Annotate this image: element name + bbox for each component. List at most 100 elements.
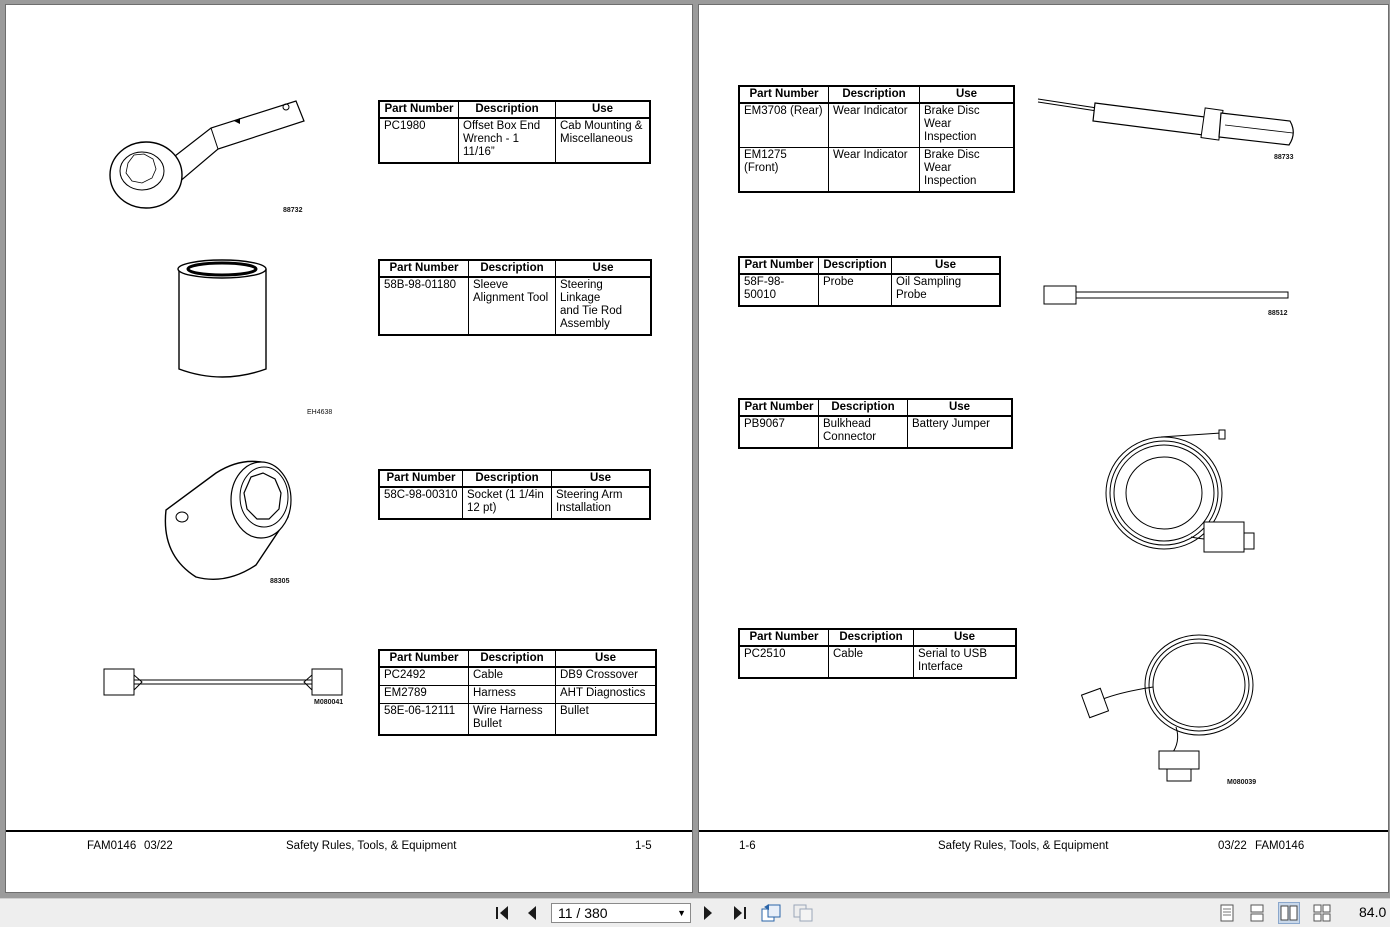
description-cell: Wear Indicator bbox=[828, 147, 920, 193]
use-cell: DB9 Crossover bbox=[555, 666, 657, 686]
go-forward-icon[interactable] bbox=[792, 902, 814, 924]
header-description: Description bbox=[818, 398, 908, 417]
part-number-cell: EM3708 (Rear) bbox=[738, 102, 829, 148]
figure-code-harness: M080041 bbox=[314, 699, 344, 706]
figure-code-wear-indicator: 88733 bbox=[1274, 154, 1294, 161]
part-number-cell: EM2789 bbox=[378, 685, 469, 704]
wear-indicator-image bbox=[1037, 98, 1294, 146]
harness-cable-image bbox=[103, 668, 343, 696]
header-description: Description bbox=[828, 628, 914, 647]
footer-page-number: 1-5 bbox=[635, 840, 652, 852]
table-row: 58E-06-12111 Wire Harness Bullet Bullet bbox=[378, 703, 657, 736]
header-part-number: Part Number bbox=[738, 85, 829, 104]
table-row: EM1275 (Front) Wear Indicator Brake Disc… bbox=[738, 147, 1015, 193]
use-cell: Oil Sampling Probe bbox=[891, 273, 1001, 307]
header-description: Description bbox=[468, 649, 556, 668]
description-cell: Wire Harness Bullet bbox=[468, 703, 556, 736]
description-cell: Probe bbox=[818, 273, 892, 307]
table-row: PB9067 Bulkhead Connector Battery Jumper bbox=[738, 415, 1013, 449]
previous-page-icon[interactable] bbox=[521, 902, 543, 924]
use-cell: Cab Mounting & Miscellaneous bbox=[555, 117, 651, 164]
first-page-icon[interactable] bbox=[492, 902, 514, 924]
next-page-icon[interactable] bbox=[697, 902, 719, 924]
use-cell: Brake Disc Wear Inspection bbox=[919, 147, 1015, 193]
left-page: 88732 Part Number Description Use PC1980… bbox=[5, 4, 693, 893]
use-cell: Steering Arm Installation bbox=[551, 486, 651, 520]
figure-code-usb-cable: M080039 bbox=[1227, 779, 1257, 786]
table-row: EM2789 Harness AHT Diagnostics bbox=[378, 685, 657, 704]
figure-code-sleeve: EH4638 bbox=[307, 409, 333, 416]
header-use: Use bbox=[555, 649, 657, 668]
table-row: PC1980 Offset Box End Wrench - 1 11/16” … bbox=[378, 117, 651, 164]
header-use: Use bbox=[913, 628, 1017, 647]
header-use: Use bbox=[551, 469, 651, 488]
footer-date: 03/22 bbox=[144, 840, 173, 852]
table-probe: Part Number Description Use 58F-98-50010… bbox=[738, 256, 1001, 307]
header-description: Description bbox=[458, 100, 556, 119]
part-number-cell: 58C-98-00310 bbox=[378, 486, 463, 520]
serial-usb-cable-image bbox=[1081, 634, 1254, 782]
table-socket: Part Number Description Use 58C-98-00310… bbox=[378, 469, 651, 520]
bulkhead-connector-cable-image bbox=[1105, 429, 1255, 553]
description-cell: Socket (1 1/4in 12 pt) bbox=[462, 486, 552, 520]
header-description: Description bbox=[462, 469, 552, 488]
continuous-page-icon[interactable] bbox=[1246, 902, 1268, 924]
footer-section-title: Safety Rules, Tools, & Equipment bbox=[286, 840, 457, 852]
table-pc1980: Part Number Description Use PC1980 Offse… bbox=[378, 100, 651, 164]
footer-divider bbox=[699, 830, 1388, 832]
footer-page-number: 1-6 bbox=[739, 840, 756, 852]
figure-code-socket: 88305 bbox=[270, 578, 290, 585]
header-description: Description bbox=[818, 256, 892, 275]
facing-pages-icon[interactable] bbox=[1278, 902, 1300, 924]
part-number-cell: PB9067 bbox=[738, 415, 819, 449]
description-cell: Sleeve Alignment Tool bbox=[468, 276, 556, 336]
zoom-level[interactable]: 84.0 bbox=[1359, 904, 1387, 920]
offset-box-wrench-image bbox=[109, 100, 305, 209]
table-sleeve: Part Number Description Use 58B-98-01180… bbox=[378, 259, 652, 336]
description-cell: Bulkhead Connector bbox=[818, 415, 908, 449]
table-cables: Part Number Description Use PC2492 Cable… bbox=[378, 649, 657, 736]
use-cell: Bullet bbox=[555, 703, 657, 736]
figure-code-wrench: 88732 bbox=[283, 207, 303, 214]
table-row: 58B-98-01180 Sleeve Alignment Tool Steer… bbox=[378, 276, 652, 336]
oil-sampling-probe-image bbox=[1043, 285, 1289, 305]
use-cell: Steering Linkage and Tie Rod Assembly bbox=[555, 276, 652, 336]
part-number-cell: PC1980 bbox=[378, 117, 459, 164]
footer-date: 03/22 bbox=[1218, 840, 1247, 852]
part-number-cell: 58E-06-12111 bbox=[378, 703, 469, 736]
table-row: 58C-98-00310 Socket (1 1/4in 12 pt) Stee… bbox=[378, 486, 651, 520]
description-cell: Cable bbox=[468, 666, 556, 686]
header-part-number: Part Number bbox=[738, 256, 819, 275]
header-use: Use bbox=[907, 398, 1013, 417]
single-page-icon[interactable] bbox=[1216, 902, 1238, 924]
last-page-icon[interactable] bbox=[728, 902, 750, 924]
header-part-number: Part Number bbox=[378, 100, 459, 119]
header-part-number: Part Number bbox=[378, 469, 463, 488]
table-usb-cable: Part Number Description Use PC2510 Cable… bbox=[738, 628, 1017, 679]
right-page: Part Number Description Use EM3708 (Rear… bbox=[698, 4, 1389, 893]
header-description: Description bbox=[468, 259, 556, 278]
page-indicator-text: 11 / 380 bbox=[558, 905, 608, 921]
chevron-down-icon[interactable]: ▼ bbox=[677, 908, 686, 918]
use-cell: Battery Jumper bbox=[907, 415, 1013, 449]
part-number-cell: PC2492 bbox=[378, 666, 469, 686]
description-cell: Cable bbox=[828, 645, 914, 679]
table-row: PC2510 Cable Serial to USB Interface bbox=[738, 645, 1017, 679]
description-cell: Harness bbox=[468, 685, 556, 704]
header-use: Use bbox=[919, 85, 1015, 104]
table-wear-indicator: Part Number Description Use EM3708 (Rear… bbox=[738, 85, 1015, 193]
continuous-facing-icon[interactable] bbox=[1311, 902, 1333, 924]
part-number-cell: 58F-98-50010 bbox=[738, 273, 819, 307]
footer-doc-code: FAM0146 bbox=[87, 840, 137, 852]
header-use: Use bbox=[555, 259, 652, 278]
footer-doc-code: FAM0146 bbox=[1255, 840, 1305, 852]
header-use: Use bbox=[555, 100, 651, 119]
footer-divider bbox=[6, 830, 692, 832]
sleeve-alignment-tool-image bbox=[177, 259, 267, 378]
go-back-icon[interactable] bbox=[760, 902, 782, 924]
header-use: Use bbox=[891, 256, 1001, 275]
table-row: 58F-98-50010 Probe Oil Sampling Probe bbox=[738, 273, 1001, 307]
page-number-field[interactable]: 11 / 380 ▼ bbox=[551, 903, 691, 923]
header-part-number: Part Number bbox=[738, 398, 819, 417]
use-cell: AHT Diagnostics bbox=[555, 685, 657, 704]
